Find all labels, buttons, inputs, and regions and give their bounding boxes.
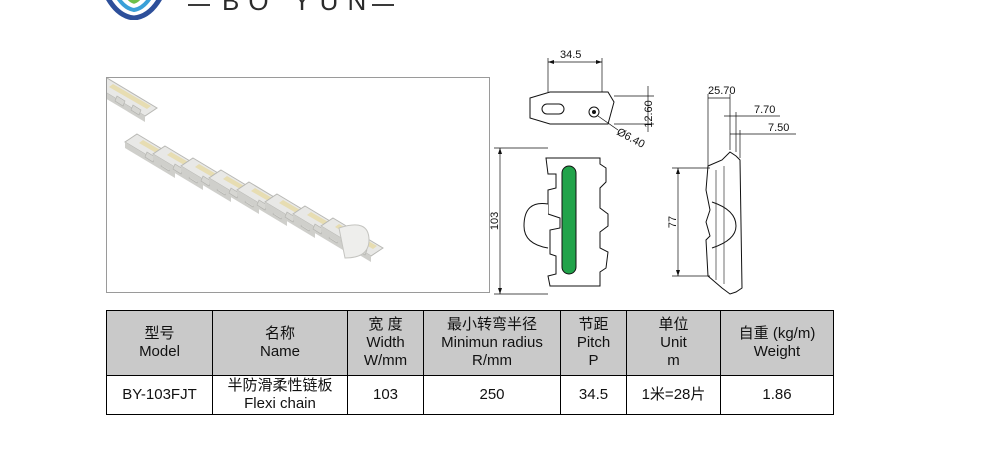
cell-name: 半防滑柔性链板 Flexi chain [212, 375, 348, 415]
cell-weight: 1.86 [720, 375, 834, 415]
header-model-en: Model [139, 343, 180, 360]
cell-model: BY-103FJT [106, 375, 213, 415]
header-pitch-en: Pitch [576, 334, 611, 351]
header-unit-en: Unit [660, 334, 687, 351]
table-header-row: 型号 Model 名称 Name 宽 度 Width W/mm 最小转弯半径 M… [106, 310, 834, 376]
header-model: 型号 Model [106, 310, 213, 376]
technical-drawing: 34.5 12.60 Ø6.40 103 25.70 7.70 7.50 77 [490, 49, 796, 295]
chain-illustration [94, 77, 384, 263]
cell-unit: 1米=28片 [626, 375, 721, 415]
header-radius-en: Minimun radius [441, 334, 543, 351]
header-weight: 自重 (kg/m) Weight [720, 310, 834, 376]
header-weight-en: Weight [753, 343, 801, 360]
brand-logo-icon [106, 0, 162, 20]
brand-rule-right [372, 4, 394, 6]
link-side-view [672, 94, 796, 295]
header-radius-unit: R/mm [472, 352, 512, 369]
header-pitch: 节距 Pitch P [560, 310, 627, 376]
header-width-en: Width [366, 334, 405, 351]
link-top-view [529, 58, 654, 132]
header-unit-symbol: m [667, 352, 680, 369]
cell-radius: 250 [423, 375, 561, 415]
cell-name-en: Flexi chain [244, 395, 316, 412]
dim-pitch: 34.5 [560, 49, 581, 61]
dim-side-height: 77 [667, 216, 679, 228]
header-weight-zh: 自重 (kg/m) [738, 325, 816, 342]
dim-side-width: 25.70 [708, 85, 736, 97]
header-width: 宽 度 Width W/mm [347, 310, 424, 376]
dim-pin-diameter: Ø6.40 [615, 126, 647, 151]
link-front-view [494, 147, 609, 295]
brand-name: BO YUN [222, 0, 376, 16]
product-photo [94, 77, 490, 293]
dim-chain-width: 103 [490, 212, 501, 230]
header-radius-zh: 最小转弯半径 [446, 316, 537, 333]
table-row: BY-103FJT 半防滑柔性链板 Flexi chain 103 250 34… [106, 375, 834, 415]
cell-pitch: 34.5 [560, 375, 627, 415]
dim-side-offset-2: 7.50 [768, 122, 789, 134]
header-model-zh: 型号 [144, 325, 175, 342]
brand-rule-left [188, 4, 210, 6]
header-name: 名称 Name [212, 310, 348, 376]
cell-name-zh: 半防滑柔性链板 [227, 377, 333, 394]
header-width-unit: W/mm [363, 352, 408, 369]
dim-side-offset-1: 7.70 [754, 104, 775, 116]
cell-width: 103 [347, 375, 424, 415]
spec-table: 型号 Model 名称 Name 宽 度 Width W/mm 最小转弯半径 M… [106, 310, 834, 415]
dim-link-height: 12.60 [643, 100, 655, 128]
header-pitch-symbol: P [588, 352, 599, 369]
header-radius: 最小转弯半径 Minimun radius R/mm [423, 310, 561, 376]
header-unit-zh: 单位 [658, 316, 689, 333]
header-width-zh: 宽 度 [368, 316, 403, 333]
header-pitch-zh: 节距 [578, 316, 609, 333]
header-name-zh: 名称 [264, 325, 295, 342]
header-unit: 单位 Unit m [626, 310, 721, 376]
brand-header: BO YUN [0, 0, 1000, 20]
header-name-en: Name [259, 343, 300, 360]
